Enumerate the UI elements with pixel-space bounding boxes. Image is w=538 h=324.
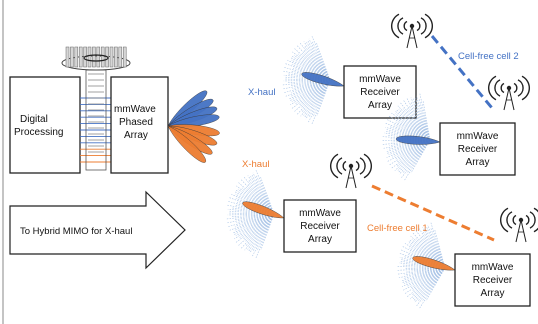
tower-fin	[109, 46, 114, 68]
phased-label-line-3: Array	[124, 130, 148, 141]
antenna-tower-icon	[499, 207, 538, 243]
tower-fin	[65, 46, 70, 68]
digital-label-line-2: Processing	[14, 127, 63, 138]
receive-beam-lobe	[412, 256, 456, 271]
hybrid-mimo-arrow-label: To Hybrid MIMO for X-haul	[20, 226, 132, 237]
tower-fin	[74, 46, 79, 68]
transmit-beams	[167, 90, 220, 163]
antenna-tower-icon	[390, 13, 434, 49]
tower-ring	[61, 55, 131, 71]
receiver-label-line: mmWave	[299, 208, 341, 219]
tower-fin	[118, 46, 123, 68]
receiver-label-line: mmWave	[457, 131, 499, 142]
receiver-label-line: Array	[481, 288, 505, 299]
receiver-box	[454, 253, 531, 307]
orange-beam-lobe	[167, 125, 206, 163]
digital-processing-block: Digital Processing	[9, 76, 81, 174]
tower-fin	[78, 46, 83, 68]
tower-fin	[92, 46, 96, 68]
receiver-label-line: Receiver	[360, 87, 400, 98]
cell-free-cell-1-label: Cell-free cell 1	[367, 223, 428, 234]
receiver-label-line: Array	[368, 100, 392, 111]
tower-fin	[114, 46, 118, 68]
tower-fin	[122, 46, 127, 68]
receive-beam-lobe	[395, 135, 441, 145]
digital-label-line-1: Digital	[20, 114, 48, 125]
xhaul-label-orange: X-haul	[242, 159, 269, 170]
hybrid-mimo-arrow: To Hybrid MIMO for X-haul	[9, 190, 186, 270]
receiver-box	[439, 122, 516, 176]
receiver-box	[343, 65, 417, 119]
tower-fin	[87, 46, 92, 68]
receiver-label-line: mmWave	[359, 74, 401, 85]
receive-beam-lobe	[242, 201, 285, 219]
tower-fin	[70, 46, 74, 68]
antenna-tower-icon	[329, 153, 373, 189]
receiver-box	[283, 199, 357, 253]
cell-free-1-dashed-link	[371, 184, 495, 242]
receiver-label-line: Array	[308, 234, 332, 245]
tower-column	[85, 69, 107, 171]
tower-fin	[100, 46, 105, 68]
phased-label-line-2: Phased	[119, 117, 153, 128]
receiver-label-line: Receiver	[458, 144, 498, 155]
antenna-tower-icon	[487, 75, 531, 111]
receiver-label-line: Receiver	[473, 275, 513, 286]
hybrid-connector-tower	[61, 46, 131, 171]
phased-label-line-1: mmWave	[114, 104, 156, 115]
tower-fin	[96, 46, 101, 68]
receiver-label-line: Array	[466, 157, 490, 168]
phased-array-block: mmWave Phased Array	[110, 76, 169, 174]
xhaul-label-blue: X-haul	[248, 87, 275, 98]
cell-free-cell-2-label: Cell-free cell 2	[458, 51, 519, 62]
receiver-label-line: Receiver	[300, 221, 340, 232]
radiation-pattern	[382, 93, 431, 181]
receiver-units: mmWaveReceiverArraymmWaveReceiverArraymm…	[226, 13, 538, 309]
receive-beam-lobe	[301, 72, 345, 87]
receiver-label-line: mmWave	[472, 262, 514, 273]
tower-hub	[83, 54, 109, 62]
cell-free-2-dashed-link	[430, 35, 494, 109]
